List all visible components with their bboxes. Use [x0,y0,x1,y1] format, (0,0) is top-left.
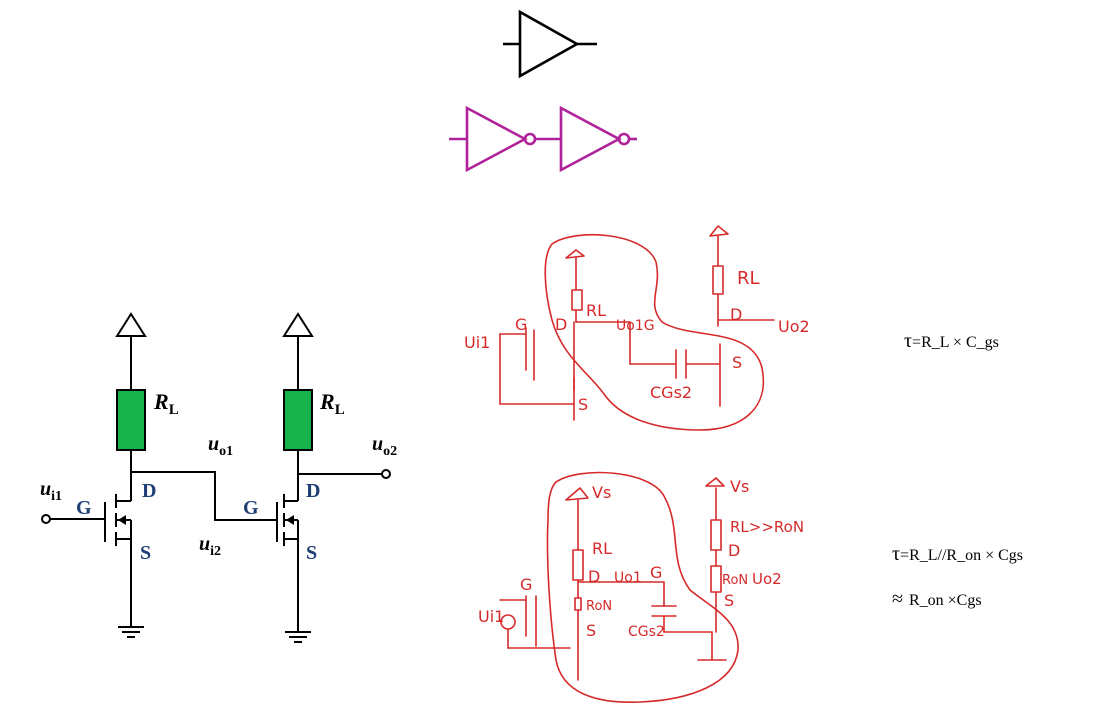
sketch-bottom-ui1: Ui1 [478,607,504,626]
sketch-bottom-s-right: S [724,591,734,610]
output-terminal-2 [381,469,391,479]
rl2-label: RL [319,389,345,418]
sketch-bottom-g-left: G [520,575,532,594]
sketch-top-rl-right: RL [737,268,760,289]
sketch-bottom-uo1: Uo1 [614,570,642,586]
sketch-top-g: G [515,315,527,334]
sketch-bottom-vs-left: Vs [592,483,611,502]
ground-1 [118,626,144,638]
supply-arrow-2 [282,312,314,337]
approx-symbol: ≈ [892,588,903,610]
gate-label-1: G [76,497,92,519]
input-terminal-1 [41,514,51,524]
load-resistor-1 [116,389,146,451]
sketch-top-uo2: Uo2 [778,317,810,336]
sketch-top-s-right: S [732,353,742,372]
two-inverters-symbol [449,105,637,173]
ui2-label: ui2 [199,533,221,559]
sketch-bottom-ron-right: RoN [722,573,748,588]
equation-1-text: =R_L × C_gs [912,334,999,351]
ui1-label: ui1 [40,478,62,504]
approx-equation: ≈ R_on ×Cgs [892,588,982,611]
uo1-label: uo1 [208,433,233,459]
gate-label-2: G [243,497,259,519]
drain-label-1: D [142,480,156,502]
sketch-bottom-cgs2: CGs2 [628,624,665,640]
handwritten-sketch-top: Ui1 G D RL Uo1G S CGs2 S RL D Uo2 [464,225,810,431]
source-label-1: S [140,542,151,564]
loop-outline-top [544,234,765,431]
sketch-bottom-s-left: S [586,621,596,640]
time-constant-equation-2: τ=R_L//R_on × Cgs [892,543,1023,566]
drain-label-2: D [306,480,320,502]
sketch-top-cgs2: CGs2 [650,383,692,402]
approx-equation-text: R_on ×Cgs [908,592,982,609]
sketch-bottom-rl-gg-ron: RL>>RoN [730,518,804,536]
rl1-label: RL [153,389,179,418]
load-resistor-2 [283,389,313,451]
uo2-label: uo2 [372,433,397,459]
supply-arrow-1 [115,312,147,337]
time-constant-equation-1: τ=R_L × C_gs [904,330,999,353]
tau-symbol-1: τ [904,330,913,352]
equation-2-text: =R_L//R_on × Cgs [900,547,1023,564]
sketch-top-ui1: Ui1 [464,333,490,352]
sketch-bottom-vs-right: Vs [730,477,749,496]
nmos-cascade-schematic: RL RL uo1 uo2 ui1 ui2 G D S G D S [40,312,397,643]
nmos-transistor-1 [104,488,132,626]
nmos-transistor-2 [276,488,299,626]
sketch-bottom-d: D [588,567,600,586]
sketch-top-rl: RL [586,301,606,320]
tau-symbol-2: τ [892,543,901,565]
sketch-bottom-g-right: G [650,563,662,582]
source-label-2: S [306,542,317,564]
handwritten-sketch-bottom: Vs Vs RL D Uo1 G G Ui1 RoN S CGs2 RL>>Ro… [478,471,804,703]
sketch-bottom-uo2: Uo2 [752,570,782,588]
sketch-bottom-d-right: D [728,541,740,560]
sketch-top-d-right: D [730,305,742,324]
ground-2 [285,631,311,643]
buffer-symbol [503,9,597,79]
sketch-bottom-rl: RL [592,539,612,558]
sketch-top-s-left: S [578,395,588,414]
sketch-bottom-ron: RoN [586,599,612,614]
sketch-top-d: D [555,315,567,334]
sketch-top-uo1g: Uo1G [616,318,655,334]
loop-outline-bottom [546,471,739,703]
